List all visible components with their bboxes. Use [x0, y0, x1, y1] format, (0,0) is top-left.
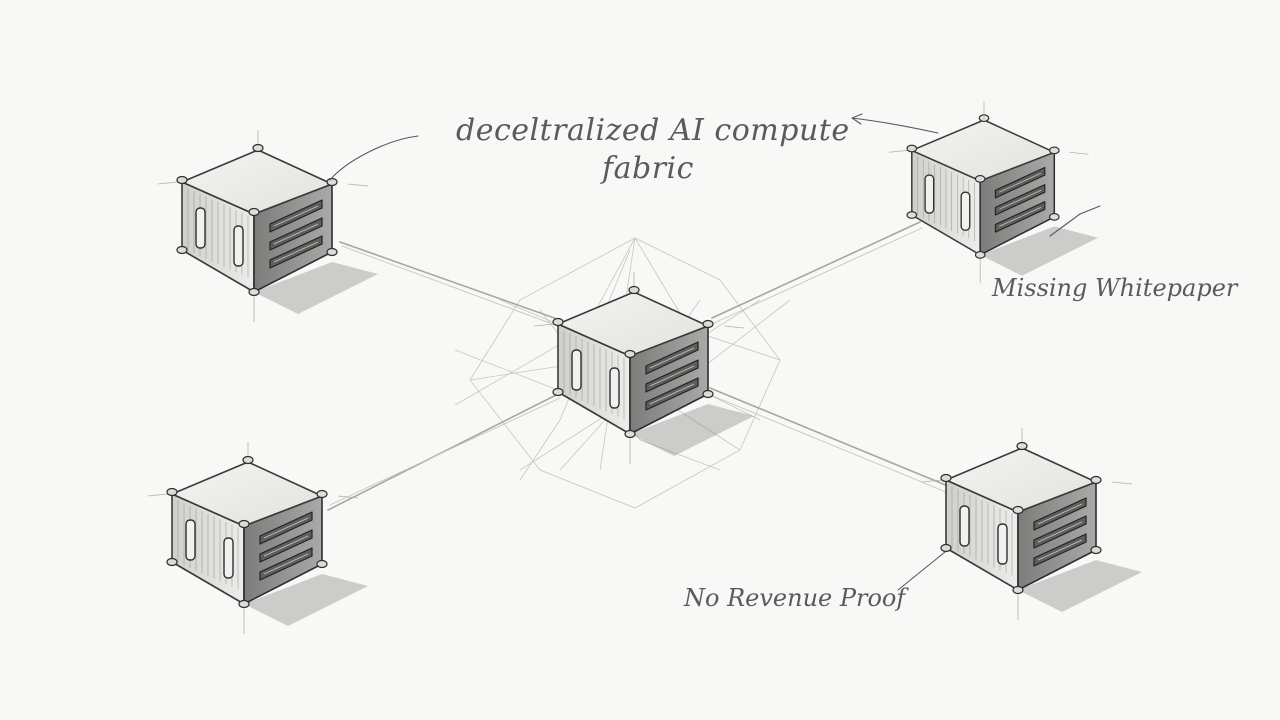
center-server: [533, 272, 754, 464]
title-leader-left: [329, 135, 419, 181]
annotation-missing-whitepaper: Missing Whitepaper: [991, 274, 1239, 302]
title-leader-right: [851, 117, 939, 134]
annotation-leaders: [329, 113, 1101, 591]
center-server-shadow: [630, 404, 754, 456]
bottom-right-server: [921, 428, 1142, 620]
top-right-server-shadow: [980, 226, 1098, 276]
link-bottom-left: [327, 391, 563, 511]
bottom-left-server-shadow: [244, 574, 368, 626]
bottom-right-server-shadow: [1018, 560, 1142, 612]
link-top-left: [339, 241, 561, 321]
annotation-no-revenue-proof: No Revenue Proof: [683, 584, 909, 612]
top-right-server: [888, 100, 1098, 284]
top-left-server: [157, 130, 378, 322]
link-bottom-right: [709, 387, 949, 487]
connection-lines: [327, 221, 949, 511]
link-top-right: [711, 221, 921, 319]
bottom-left-server: [147, 442, 368, 634]
diagram-title-line2: fabric: [600, 151, 694, 186]
whitepaper-leader: [1049, 205, 1101, 237]
diagram-title-line1: deceltralized AI compute: [456, 113, 850, 148]
revenue-leader: [897, 551, 946, 591]
top-left-server-shadow: [254, 262, 378, 314]
